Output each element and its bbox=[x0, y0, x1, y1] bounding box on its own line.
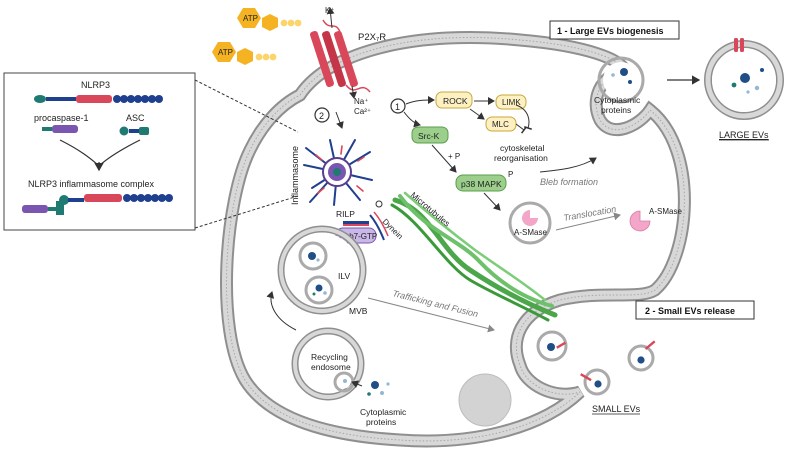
src-k-label: Src-K bbox=[418, 131, 440, 141]
cyto-proteins-bottom-line2: proteins bbox=[366, 417, 396, 427]
inflammasome-label: Inflammasome bbox=[290, 146, 300, 205]
bleb-vesicle bbox=[597, 56, 645, 104]
nlrp3-protein bbox=[34, 95, 163, 103]
cyto-proteins-top-line2: proteins bbox=[601, 105, 631, 115]
k-ion-label: K⁺ bbox=[325, 6, 335, 15]
asmase-outer bbox=[629, 210, 651, 232]
large-ev bbox=[704, 38, 784, 120]
mlc-label: MLC bbox=[492, 120, 509, 129]
small-ev-1 bbox=[580, 368, 611, 396]
large-evs-title: 1 - Large EVs biogenesis bbox=[557, 26, 664, 36]
recycling-label-line2: endosome bbox=[311, 362, 351, 372]
inflammasome-structure bbox=[303, 139, 373, 206]
fusing-mvb bbox=[536, 330, 568, 362]
bleb-arrow bbox=[539, 157, 597, 173]
large-evs-title-box: 1 - Large EVs biogenesis bbox=[549, 20, 680, 40]
asc-protein bbox=[119, 126, 149, 136]
trafficking-arrow bbox=[367, 297, 495, 333]
rilp-label: RILP bbox=[336, 209, 355, 219]
rock-node: ROCK bbox=[435, 91, 473, 109]
cyto-proteins-bottom-line1: Cytoplasmic bbox=[360, 407, 407, 417]
step-1-marker bbox=[390, 98, 406, 114]
atp-label-1: ATP bbox=[243, 14, 258, 23]
rock-label: ROCK bbox=[443, 96, 468, 106]
step-2-label: 2 bbox=[319, 111, 324, 121]
p2x7-receptor bbox=[310, 19, 371, 93]
atp-label-2: ATP bbox=[218, 48, 233, 57]
inset-asc-label: ASC bbox=[126, 113, 145, 123]
p38-label: p38 MAPK bbox=[461, 179, 502, 189]
cytoplasmic-proteins-bottom-cluster bbox=[367, 381, 390, 396]
limk-label: LIMK bbox=[502, 98, 521, 107]
reorganisation-label: reorganisation bbox=[494, 153, 548, 163]
mvb-label: MVB bbox=[349, 306, 368, 316]
nlrp3-complex bbox=[22, 194, 173, 215]
small-evs-title-box: 2 - Small EVs release bbox=[635, 300, 755, 320]
translocation-arrow bbox=[555, 212, 621, 231]
bleb-label: Bleb formation bbox=[540, 177, 598, 187]
callout-line-top bbox=[194, 79, 299, 133]
p38-mapk-node: p38 MAPK bbox=[455, 174, 507, 192]
mvb bbox=[277, 225, 367, 315]
inset-procaspase-label: procaspase-1 bbox=[34, 113, 89, 123]
large-evs-label: LARGE EVs bbox=[719, 130, 769, 140]
recycling-endosome bbox=[291, 327, 365, 401]
mlc-node: MLC bbox=[485, 116, 517, 132]
p2x7r-label: P2X₇R bbox=[358, 32, 386, 43]
dynein-motor bbox=[369, 200, 389, 241]
small-evs-title: 2 - Small EVs release bbox=[645, 306, 735, 316]
limk-node: LIMK bbox=[495, 94, 527, 110]
na-ion-label: Na⁺ bbox=[354, 97, 368, 106]
recycling-label-line1: Recycling bbox=[311, 352, 348, 362]
trafficking-label: Trafficking and Fusion bbox=[392, 288, 480, 319]
cyto-proteins-top-line1: Cytoplasmic bbox=[594, 95, 641, 105]
asmase-inner-vesicle bbox=[508, 201, 552, 245]
nucleus bbox=[458, 373, 512, 427]
translocation-label: Translocation bbox=[563, 204, 617, 223]
step-2-marker bbox=[314, 107, 330, 123]
microtubules bbox=[390, 191, 558, 322]
src-k-node: Src-K bbox=[411, 126, 449, 144]
atp-molecule-2: ATP bbox=[212, 42, 277, 65]
rab7-label: Rab7-GTP bbox=[339, 232, 377, 241]
asmase-outer-label: A-SMase bbox=[649, 207, 682, 216]
callout-line-bottom bbox=[194, 195, 299, 229]
ilv-label: ILV bbox=[338, 271, 350, 281]
inset-complex-label: NLRP3 inflammasome complex bbox=[28, 179, 155, 189]
ca-ion-label: Ca²⁺ bbox=[354, 107, 371, 116]
inset-nlrp3-label: NLRP3 bbox=[81, 80, 110, 90]
ilv-2 bbox=[304, 275, 334, 305]
atp-molecule-1: ATP bbox=[237, 8, 302, 31]
pathway-arrows bbox=[403, 96, 533, 211]
nlrp3-inset: NLRP3 procaspase-1 ASC NLRP3 inf bbox=[3, 72, 196, 231]
ilv-1 bbox=[298, 241, 328, 271]
small-ev-2 bbox=[627, 340, 656, 372]
cytoskeletal-label: cytoskeletal bbox=[500, 143, 545, 153]
small-evs-label: SMALL EVs bbox=[592, 404, 641, 414]
phospho-plus-label: + P bbox=[448, 152, 460, 161]
step-1-label: 1 bbox=[395, 102, 400, 112]
rilp-bar bbox=[343, 221, 369, 226]
phospho-p-label: P bbox=[508, 170, 513, 179]
asmase-inner-label: A-SMase bbox=[514, 228, 547, 237]
recycling-to-mvb-arrow bbox=[266, 291, 297, 331]
procaspase-1-protein bbox=[42, 125, 78, 133]
